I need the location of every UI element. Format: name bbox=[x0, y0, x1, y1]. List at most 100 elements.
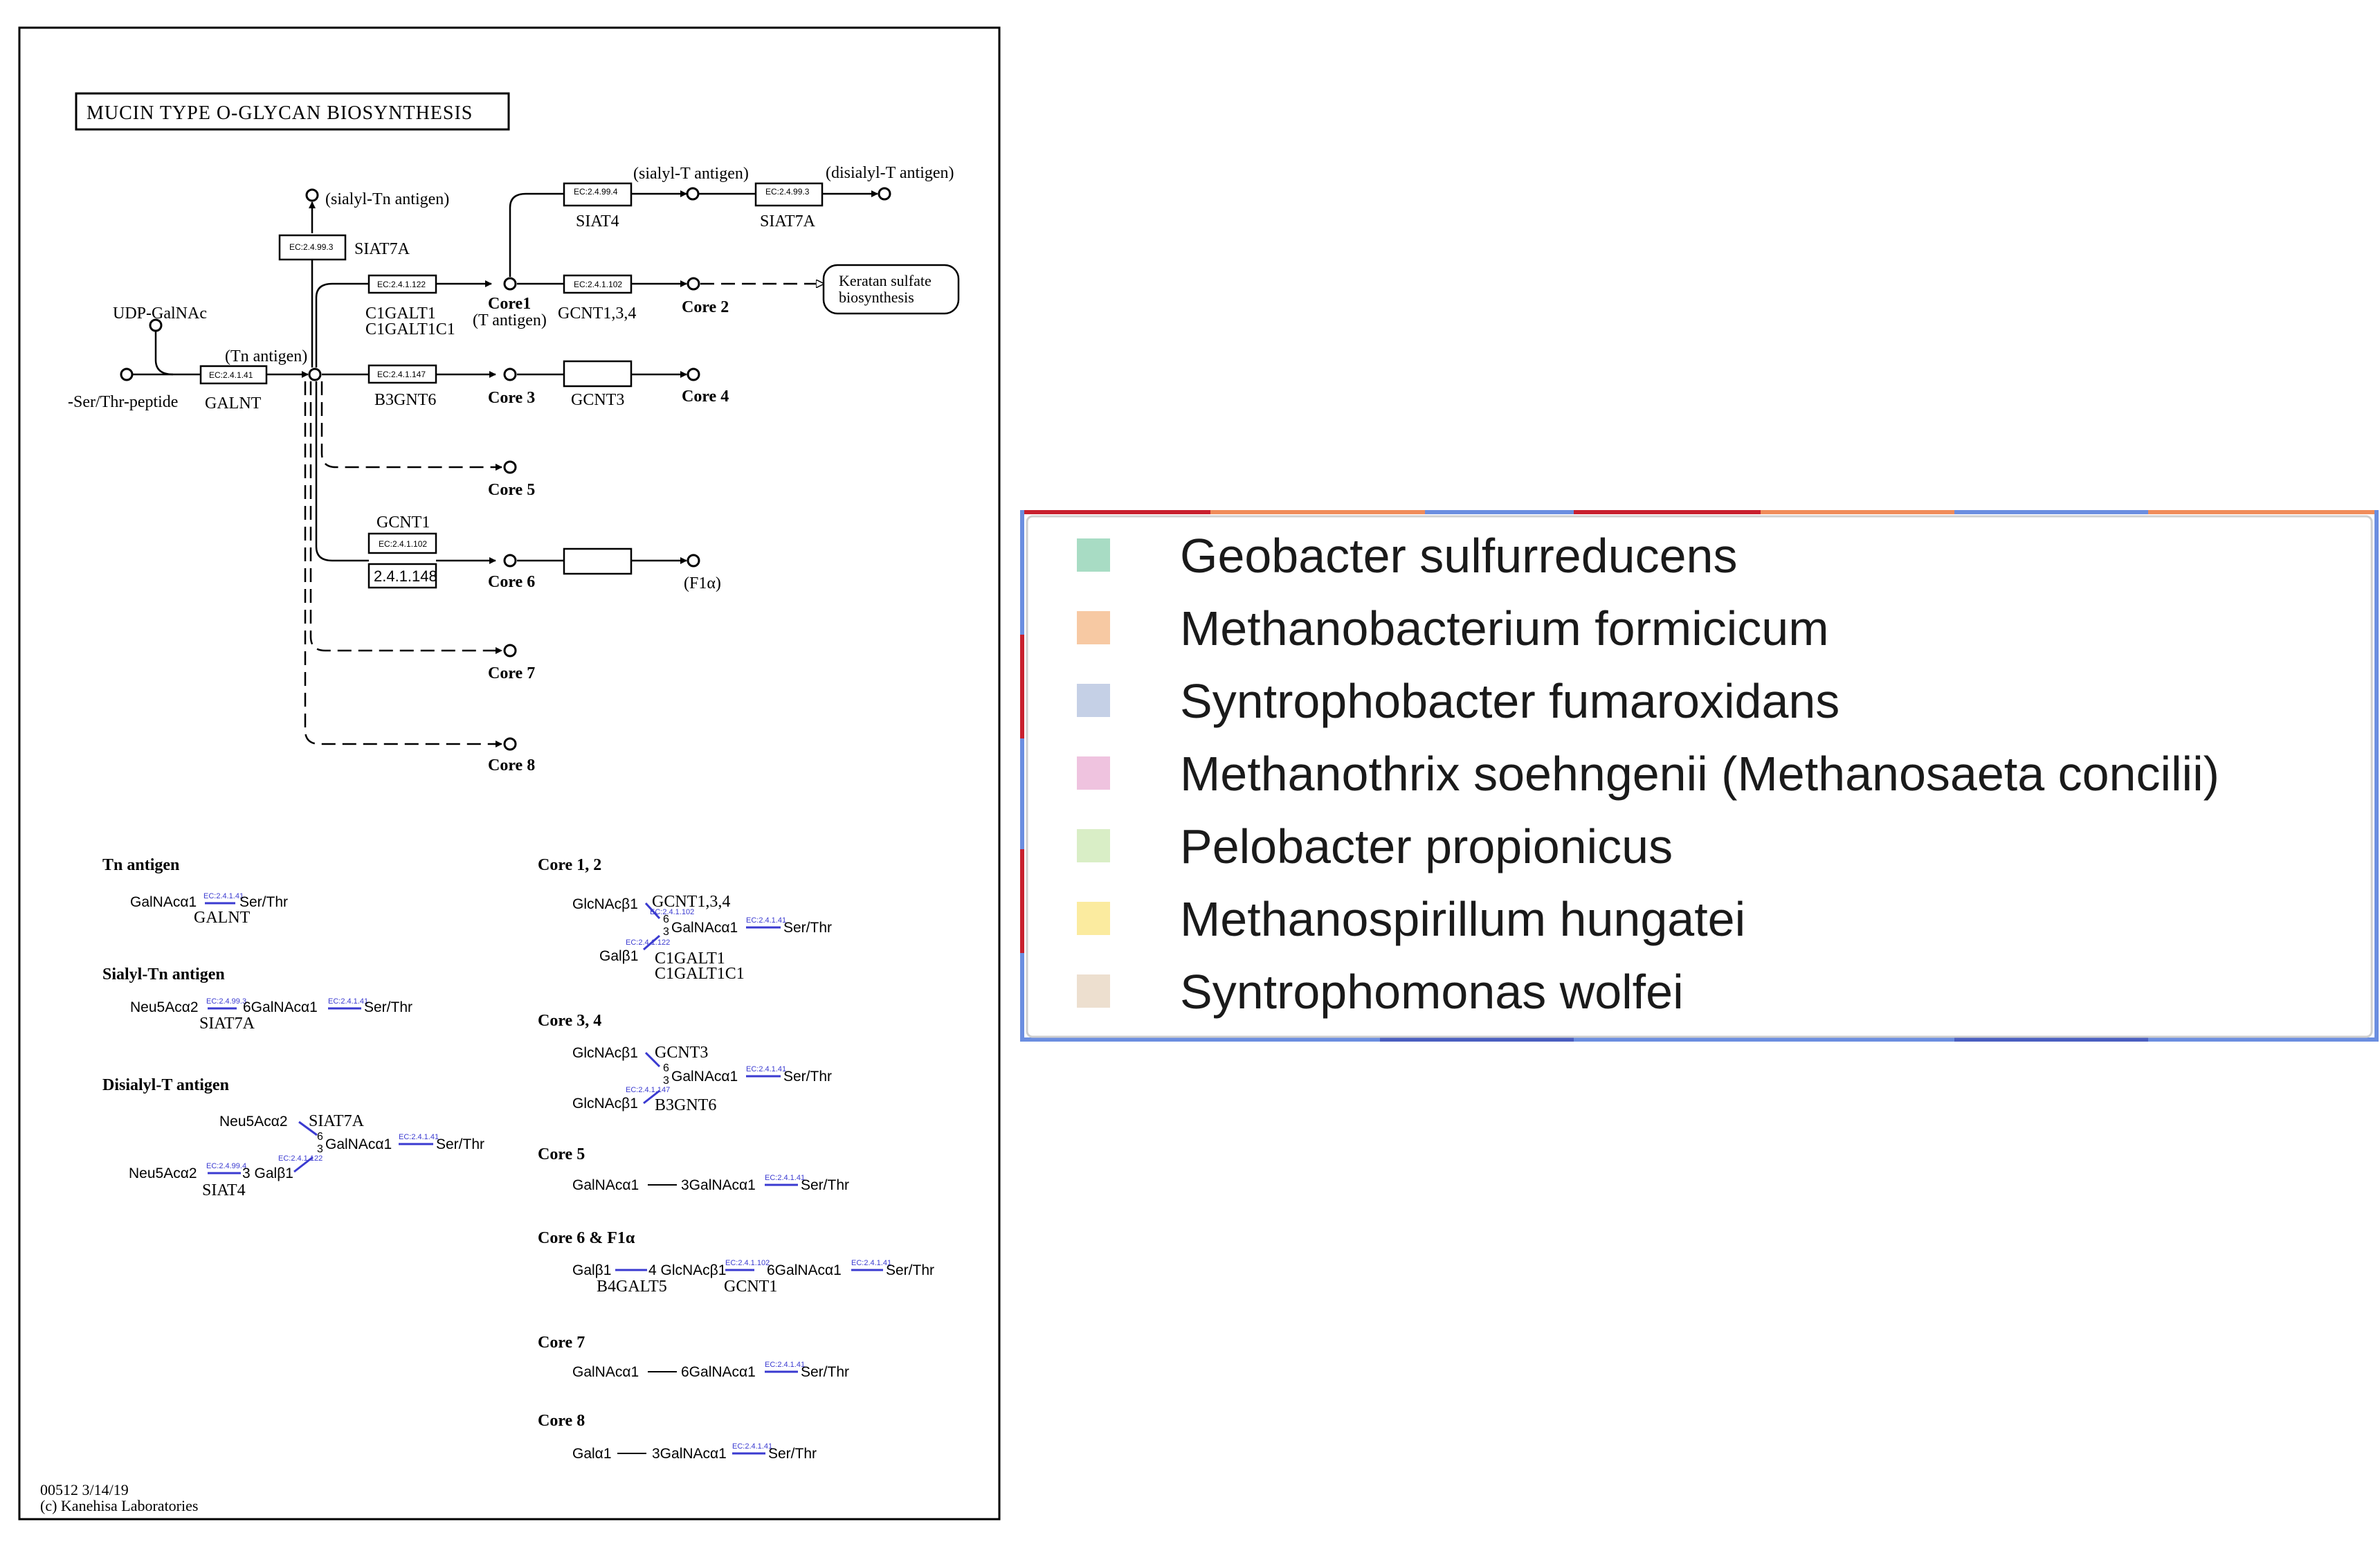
legend-label-1: Methanobacterium formicicum bbox=[1180, 601, 1829, 655]
dst-gal: 3 Galβ1 bbox=[242, 1165, 293, 1181]
compound-udp-galnac[interactable] bbox=[149, 318, 163, 332]
footer-id: 00512 3/14/19 bbox=[40, 1481, 129, 1498]
enzyme-box-gcnt1-b[interactable] bbox=[367, 563, 437, 589]
legend-label-4: Pelobacter propionicus bbox=[1180, 819, 1673, 873]
compound-core7[interactable] bbox=[503, 644, 517, 657]
label-f1a: (F1α) bbox=[684, 574, 721, 592]
block-title-sialyl-tn: Sialyl-Tn antigen bbox=[102, 965, 225, 983]
label-core5: Core 5 bbox=[488, 481, 535, 499]
dst-six: 6 bbox=[317, 1131, 323, 1143]
legend-label-0: Geobacter sulfurreducens bbox=[1180, 529, 1737, 583]
compound-disialyl-t[interactable] bbox=[878, 187, 891, 201]
enzyme-box-core6-f1a[interactable] bbox=[563, 547, 633, 575]
enzyme-box-c1galt1[interactable] bbox=[367, 274, 437, 294]
label-t-antigen: (T antigen) bbox=[473, 311, 547, 329]
title-box bbox=[75, 92, 510, 131]
c12-top: GlcNAcβ1 bbox=[572, 896, 638, 912]
ec-c6-2: EC:2.4.1.41 bbox=[851, 1259, 891, 1267]
label-c1galt1c1: C1GALT1C1 bbox=[365, 320, 455, 338]
ec-dst-c: EC:2.4.1.122 bbox=[278, 1154, 323, 1163]
c12-enz2: C1GALT1C1 bbox=[655, 965, 745, 983]
legend-swatch-3 bbox=[1077, 756, 1110, 790]
ec-c12-a: EC:2.4.1.41 bbox=[746, 916, 786, 925]
c34-three: 3 bbox=[663, 1075, 669, 1087]
compound-core5[interactable] bbox=[503, 460, 517, 474]
compound-sialyl-tn[interactable] bbox=[305, 188, 319, 202]
compound-core3[interactable] bbox=[503, 368, 517, 381]
ec-gcnt1: EC:2.4.1.102 bbox=[379, 539, 427, 549]
stn-enzyme: SIAT7A bbox=[199, 1015, 255, 1033]
c5-right: 3GalNAcα1 bbox=[681, 1177, 756, 1193]
compound-f1a[interactable] bbox=[687, 554, 700, 568]
block-title-core12: Core 1, 2 bbox=[538, 856, 601, 874]
legend-swatch-6 bbox=[1077, 974, 1110, 1008]
block-title-core6: Core 6 & F1α bbox=[538, 1229, 635, 1247]
enzyme-box-gcnt3[interactable] bbox=[563, 360, 633, 388]
label-siat7a: SIAT7A bbox=[354, 240, 410, 258]
label-udp-galnac: UDP-GalNAc bbox=[113, 305, 207, 323]
ec-gcnt1-b: 2.4.1.148 bbox=[374, 568, 437, 585]
c12-three: 3 bbox=[663, 926, 669, 938]
compound-core1[interactable] bbox=[503, 277, 517, 291]
compound-ser-thr-peptide[interactable] bbox=[120, 368, 134, 381]
label-gcnt1: GCNT1 bbox=[376, 514, 430, 532]
dst-mid: GalNAcα1 bbox=[325, 1136, 392, 1152]
c12-six: 6 bbox=[663, 914, 669, 925]
label-core7: Core 7 bbox=[488, 664, 535, 682]
label-sialyl-t: (sialyl-T antigen) bbox=[633, 165, 749, 183]
organism-legend-box bbox=[1026, 515, 2373, 1038]
ec-siat7a: EC:2.4.99.3 bbox=[289, 242, 334, 252]
dst-bot: Neu5Acα2 bbox=[129, 1165, 197, 1181]
stn-mid: 6GalNAcα1 bbox=[243, 999, 318, 1015]
compound-core6[interactable] bbox=[503, 554, 517, 568]
label-c1galt1: C1GALT1 bbox=[365, 305, 436, 323]
label-galnt: GALNT bbox=[205, 394, 262, 412]
enzyme-box-siat7a-b[interactable] bbox=[754, 182, 824, 207]
block-title-core8: Core 8 bbox=[538, 1412, 585, 1430]
c34-six: 6 bbox=[663, 1062, 669, 1074]
block-title-tn: Tn antigen bbox=[102, 856, 179, 874]
label-tn-antigen: (Tn antigen) bbox=[225, 347, 307, 365]
enzyme-box-b3gnt6[interactable] bbox=[367, 364, 437, 384]
label-core2: Core 2 bbox=[682, 298, 729, 316]
map-title: MUCIN TYPE O-GLYCAN BIOSYNTHESIS bbox=[87, 102, 473, 124]
c7-right: 6GalNAcα1 bbox=[681, 1364, 756, 1380]
c34-gcnt: GCNT3 bbox=[655, 1044, 708, 1062]
c34-enz: B3GNT6 bbox=[655, 1096, 716, 1114]
label-b3gnt6: B3GNT6 bbox=[374, 391, 436, 409]
ec-c12-c: EC:2.4.1.122 bbox=[626, 938, 670, 947]
ec-c8: EC:2.4.1.41 bbox=[732, 1442, 772, 1451]
label-core1: Core1 bbox=[488, 295, 531, 313]
compound-core4[interactable] bbox=[687, 368, 700, 381]
label-core8: Core 8 bbox=[488, 756, 535, 774]
compound-core8[interactable] bbox=[503, 737, 517, 751]
c7-left: GalNAcα1 bbox=[572, 1364, 639, 1380]
enzyme-box-gcnt1[interactable] bbox=[367, 532, 437, 554]
compound-tn-antigen[interactable] bbox=[308, 368, 322, 381]
enzyme-box-galnt[interactable] bbox=[199, 365, 268, 385]
legend-label-3: Methanothrix soehngenii (Methanosaeta co… bbox=[1180, 747, 2219, 801]
enzyme-box-siat7a[interactable] bbox=[278, 234, 347, 261]
enzyme-box-gcnt134[interactable] bbox=[563, 274, 633, 294]
legend-swatch-0 bbox=[1077, 538, 1110, 572]
c34-bot: GlcNAcβ1 bbox=[572, 1096, 638, 1112]
keratan-sulfate-link[interactable] bbox=[822, 264, 960, 315]
compound-sialyl-t[interactable] bbox=[686, 187, 700, 201]
compound-core2[interactable] bbox=[687, 277, 700, 291]
label-siat7a-b: SIAT7A bbox=[760, 212, 816, 230]
dst-siat4: SIAT4 bbox=[202, 1181, 246, 1199]
ec-siat4: EC:2.4.99.4 bbox=[574, 187, 618, 197]
legend-label-6: Syntrophomonas wolfei bbox=[1180, 965, 1684, 1019]
c12-enz1: C1GALT1 bbox=[655, 950, 725, 968]
c12-ser: Ser/Thr bbox=[783, 920, 832, 936]
c34-mid: GalNAcα1 bbox=[671, 1069, 738, 1085]
dst-ser: Ser/Thr bbox=[436, 1136, 484, 1152]
enzyme-box-siat4[interactable] bbox=[563, 182, 633, 207]
ec-galnt: EC:2.4.1.41 bbox=[209, 370, 253, 380]
c7-ser: Ser/Thr bbox=[801, 1364, 849, 1380]
c8-left: Galα1 bbox=[572, 1446, 612, 1462]
block-title-core5: Core 5 bbox=[538, 1145, 585, 1163]
dst-top: Neu5Acα2 bbox=[219, 1114, 288, 1130]
ec-c12-b: EC:2.4.1.102 bbox=[650, 908, 694, 916]
